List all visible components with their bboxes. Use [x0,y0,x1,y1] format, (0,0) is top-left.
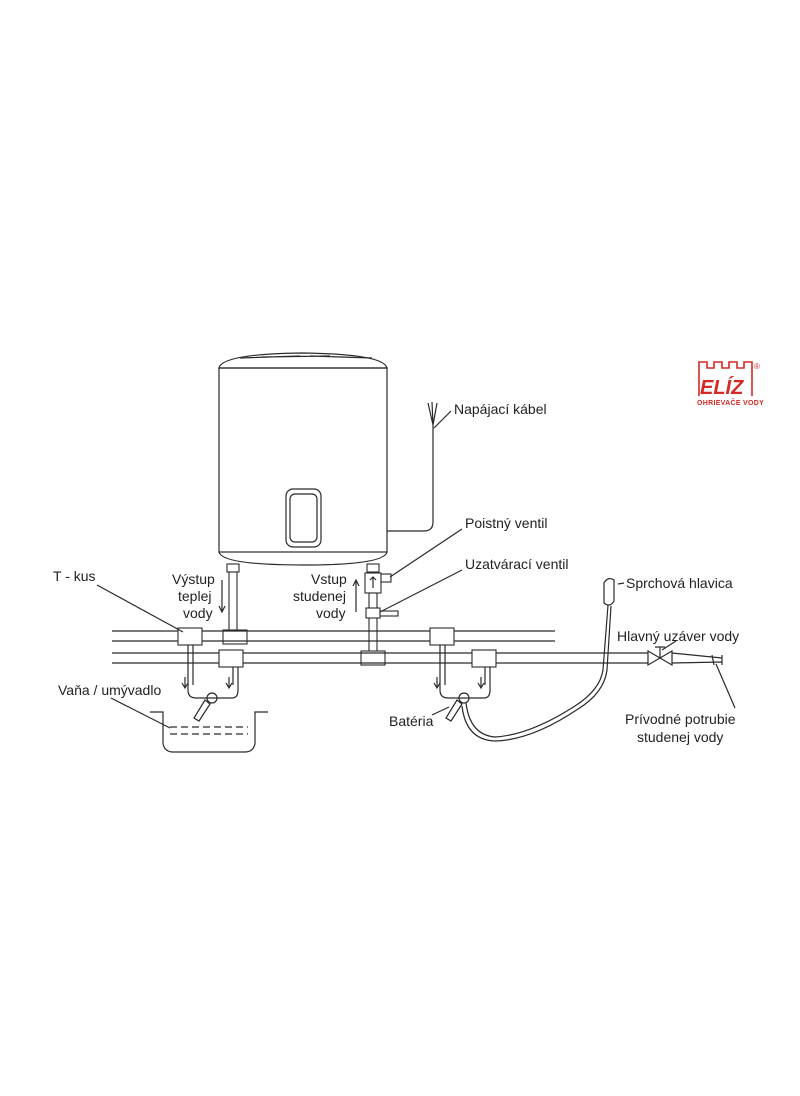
heater-control-panel-inner [289,493,318,543]
tee-piece-left-hot [177,627,203,646]
safety-valve-lever [380,573,392,583]
hot-outlet-tee [222,629,248,645]
cold-inlet-flow-arrow [352,578,360,612]
main-shutoff-valve [647,646,723,667]
label-basin: Vaňa / umývadlo [58,682,161,698]
basin-rim [150,711,268,753]
shower-faucet-arrow-right [477,677,485,690]
eliz-logo: ELÍZ ® OHRIEVAČE VODY [697,361,764,407]
shutoff-valve-body [365,607,381,619]
main-shutoff-valve-stem [655,646,665,658]
leader-power-cable [433,410,452,429]
basin-faucet [187,645,239,722]
basin [150,711,268,753]
heater-control-panel [285,488,322,548]
hot-outlet-flow-arrow [218,580,226,614]
water-heater [218,352,388,566]
basin-faucet-arrow-left [181,677,189,690]
logo-tagline: OHRIEVAČE VODY [697,398,764,407]
shutoff-valve-handle [379,610,399,617]
leader-tee [96,584,184,633]
heater-body [218,367,388,553]
cold-inlet-nut [366,563,380,573]
label-main-shutoff: Hlavný uzáver vody [617,628,739,644]
label-safety-valve: Poistný ventil [465,515,547,531]
leader-basin [110,697,171,729]
power-cable-wire-strands [427,401,438,426]
leader-shutoff-valve [379,569,463,613]
cold-inlet-assembly [360,563,399,666]
leader-supply-pipe [715,663,736,709]
label-hot-outlet-line3: vody [183,605,213,621]
label-faucet: Batéria [389,713,434,729]
cold-water-main-pipe [112,652,723,664]
label-shower-head: Sprchová hlavica [626,575,733,591]
label-tee: T - kus [53,568,96,584]
logo-registered-mark: ® [754,362,760,371]
shower-faucet-body [458,692,470,704]
shower-faucet [439,645,491,722]
heater-bottom-cap [218,551,388,566]
tee-piece-right-cold [471,649,497,668]
label-cold-inlet-line1: Vstup [311,571,347,587]
label-shutoff-valve: Uzatvárací ventil [465,556,568,572]
label-hot-outlet-line2: teplej [178,588,211,604]
label-cold-inlet-line3: vody [316,605,346,621]
heater-top-cap [218,352,388,369]
power-cable [387,401,438,532]
leader-main-shutoff [661,640,677,651]
basin-faucet-spout [193,699,211,722]
basin-faucet-arrow-right [225,677,233,690]
logo-castle-outline [698,361,753,396]
leader-faucet [431,706,450,716]
label-cold-inlet-line2: studenej [293,588,346,604]
tee-fittings [177,627,497,668]
cold-inlet-tee [360,650,386,666]
safety-valve-mark [369,576,377,588]
power-cable-wire [387,425,434,532]
label-hot-outlet-line1: Výstup [172,571,215,587]
shower-hose-line [465,604,609,738]
heater-top-cap-stripes [239,355,373,359]
hot-outlet-pipe [222,563,248,645]
leader-safety-valve [389,528,463,578]
basin-faucet-body [206,692,218,704]
label-supply-pipe-line2: studenej vody [637,729,723,745]
main-shutoff-valve-body [647,649,673,667]
leader-lines [96,410,736,729]
basin-water-lines [170,726,248,735]
flow-arrows [181,578,485,690]
label-power-cable: Napájací kábel [454,401,547,417]
shower-hose [461,577,615,742]
hot-outlet-riser [228,571,238,633]
hot-outlet-nut [226,563,240,573]
shower-head [603,577,615,606]
tee-piece-left-cold [218,649,244,668]
shower-faucet-spout [445,699,463,722]
shower-faucet-arrow-left [433,677,441,690]
supply-pipe-end [711,654,723,666]
logo-name: ELÍZ [700,376,744,399]
shower-hose-line-inner [461,605,612,742]
leader-shower-head [617,582,625,585]
label-supply-pipe-line1: Prívodné potrubie [625,711,736,727]
tee-piece-right-hot [429,627,455,646]
cold-inlet-riser [368,592,378,654]
